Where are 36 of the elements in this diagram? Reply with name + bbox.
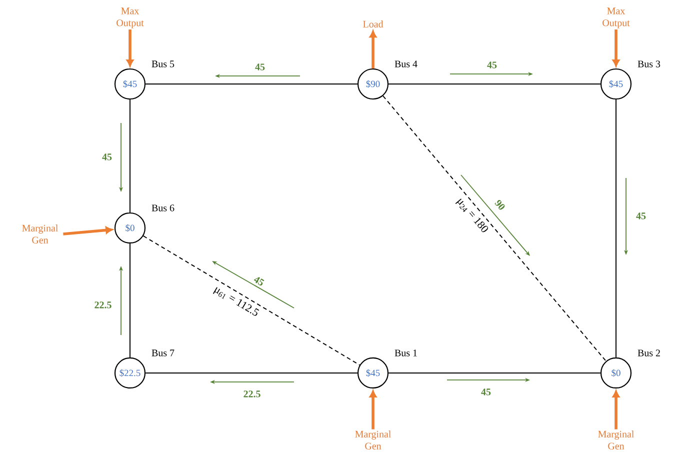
bus-label: Bus 5 (152, 60, 174, 68)
flow-value: 45 (636, 212, 646, 220)
power-arrow (612, 29, 620, 66)
power-arrow (126, 29, 134, 66)
congested-line (382, 95, 606, 362)
source-label: Marginal Gen (355, 430, 391, 450)
bus-label: Bus 7 (152, 350, 174, 356)
edge-label: μ$_{24}$ = 180 (455, 198, 488, 232)
bus-label: Bus 2 (638, 350, 660, 356)
source-label: Marginal Gen (22, 224, 58, 244)
flow-value: 45 (487, 62, 497, 68)
tie-line (388, 372, 601, 374)
source-label: Max Output (116, 8, 144, 28)
bus-label: Bus 1 (394, 350, 417, 356)
source-label: Max Output (602, 8, 630, 28)
power-arrow (612, 390, 620, 430)
flow-value: 45 (102, 154, 112, 160)
source-label: Marginal Gen (598, 430, 634, 450)
flow-value: 45 (255, 64, 265, 70)
power-arrow (369, 390, 377, 430)
flow-value: 45 (481, 388, 491, 396)
power-arrow (63, 226, 113, 236)
congested-line (142, 235, 360, 366)
flow-value: 45 (254, 277, 264, 286)
bus-label: Bus 3 (638, 60, 660, 68)
bus-label: Bus 6 (152, 204, 174, 212)
power-arrow (369, 30, 377, 68)
tie-line (388, 83, 601, 84)
tie-line (145, 83, 358, 84)
edge-label: μ$_{61}$ = 112.5 (212, 287, 260, 316)
tie-line (145, 372, 358, 374)
bus-label: Bus 4 (394, 60, 418, 68)
flow-value: 22.5 (244, 390, 260, 398)
flow-value: 22.5 (94, 302, 112, 308)
flow-value: 90 (494, 200, 505, 210)
source-label: Load (363, 20, 384, 28)
